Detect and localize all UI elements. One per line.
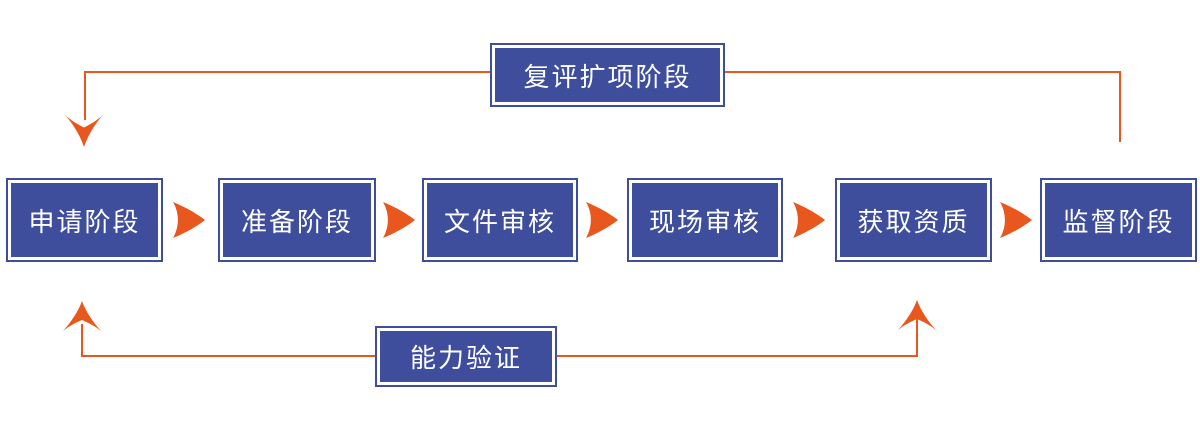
capability-verification-box: 能力验证 [375,326,557,387]
arrowhead-up-right-icon [898,300,936,330]
arrowhead-up-left-icon [63,301,101,331]
obtain-qualification-label: 获取资质 [840,183,987,257]
flow-chevron-1-icon [173,202,205,238]
preparation-stage-box: 准备阶段 [218,178,376,262]
flow-chevron-3-icon [586,202,618,238]
onsite-review-box: 现场审核 [627,178,783,262]
supervision-stage-box: 监督阶段 [1040,178,1197,262]
obtain-qualification-box: 获取资质 [835,178,992,262]
arrowhead-down-icon [65,115,103,147]
onsite-review-label: 现场审核 [632,183,778,257]
document-review-label: 文件审核 [427,183,573,257]
reassessment-expansion-label: 复评扩项阶段 [495,48,720,102]
supervision-stage-label: 监督阶段 [1045,183,1192,257]
capability-verification-label: 能力验证 [380,331,552,382]
preparation-stage-label: 准备阶段 [223,183,371,257]
document-review-box: 文件审核 [422,178,578,262]
reassessment-expansion-box: 复评扩项阶段 [490,43,725,107]
flow-chevron-5-icon [1000,202,1032,238]
flow-chevron-2-icon [383,202,415,238]
application-stage-label: 申请阶段 [11,183,158,257]
flow-chevron-4-icon [793,202,825,238]
application-stage-box: 申请阶段 [6,178,163,262]
